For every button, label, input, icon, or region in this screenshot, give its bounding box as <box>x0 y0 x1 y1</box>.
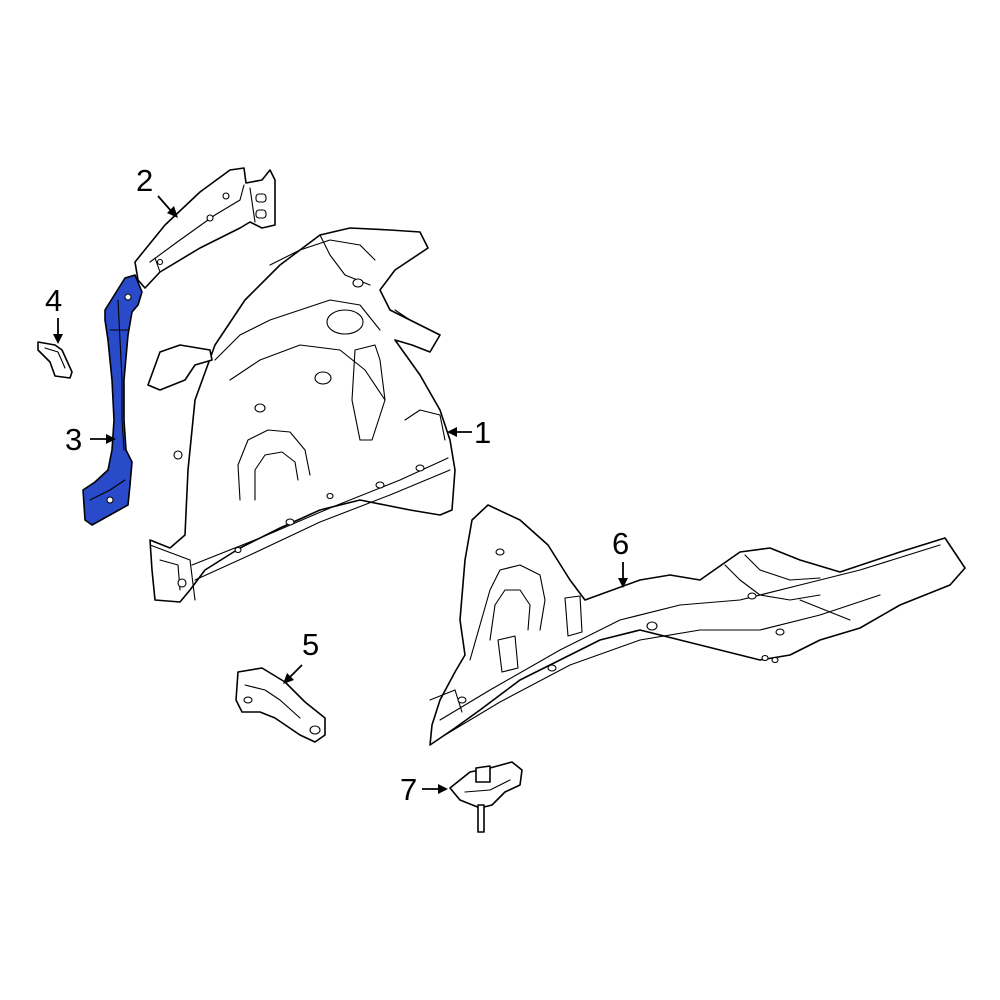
part-2-upper-reinforcement[interactable] <box>134 167 276 289</box>
leader-line-2 <box>157 195 173 213</box>
callout-2: 2 <box>136 163 178 218</box>
callout-label-4: 4 <box>45 283 62 318</box>
callout-7: 7 <box>400 772 448 807</box>
arrowhead-7 <box>438 784 448 794</box>
arrowhead-6 <box>618 578 628 588</box>
callout-5: 5 <box>283 627 319 684</box>
callout-label-3: 3 <box>65 422 82 457</box>
callout-label-7: 7 <box>400 772 417 807</box>
arrowhead-3 <box>106 434 116 444</box>
callout-1: 1 <box>447 415 491 450</box>
callout-label-2: 2 <box>136 163 153 198</box>
callout-label-5: 5 <box>302 627 319 662</box>
part-7-stud-bracket[interactable] <box>449 761 523 833</box>
callout-6: 6 <box>612 526 629 588</box>
part-6-side-rail[interactable] <box>429 504 966 746</box>
arrowhead-4 <box>53 334 63 344</box>
callout-label-1: 1 <box>474 415 491 450</box>
part-3-pillar-highlighted[interactable] <box>82 274 143 526</box>
arrowhead-2 <box>167 206 178 218</box>
part-4-small-bracket[interactable] <box>37 341 73 379</box>
part-5-mount-bracket[interactable] <box>235 667 326 743</box>
part-1-apron-assembly[interactable] <box>147 227 456 603</box>
callout-3: 3 <box>65 422 116 457</box>
callout-label-6: 6 <box>612 526 629 561</box>
arrowhead-5 <box>283 673 294 684</box>
arrowhead-1 <box>447 427 457 437</box>
callout-4: 4 <box>45 283 63 344</box>
leader-line-5 <box>289 664 303 678</box>
